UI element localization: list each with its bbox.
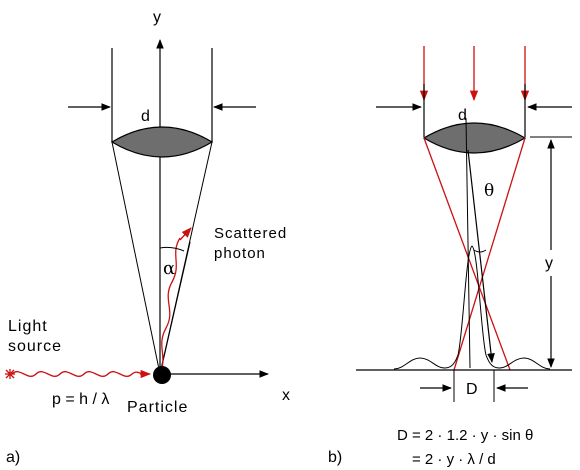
lens-axis-line	[465, 117, 471, 369]
cone-left-edge	[111, 141, 161, 375]
spot-label: D	[466, 381, 478, 398]
aperture-label-b: d	[458, 107, 467, 124]
y-axis-label: y	[153, 9, 161, 26]
particle-icon	[153, 366, 171, 384]
theta-ray-arrow	[467, 149, 495, 363]
panel-a-tag: a)	[6, 449, 20, 466]
x-axis-label: x	[282, 387, 290, 404]
focus-ray-right	[453, 137, 526, 371]
formula-line1: D = 2 · 1.2 · y · sin θ	[397, 427, 533, 444]
star-source-icon	[5, 369, 15, 379]
panel-a: y x d α Scattered photon Light source	[5, 9, 290, 466]
momentum-label: p = h / λ	[52, 391, 109, 408]
particle-label: Particle	[127, 399, 188, 416]
diffraction-pattern	[393, 245, 551, 370]
scattered-wave-icon	[159, 237, 181, 375]
lens-icon	[110, 126, 214, 158]
theta-label: θ	[484, 181, 494, 201]
panel-b: d θ y D D = 2 · 1.2 · y · sin θ = 2 · y …	[328, 46, 572, 468]
aperture-label: d	[141, 108, 150, 125]
scattered-label-line2: photon	[214, 245, 266, 262]
panel-b-tag: b)	[328, 449, 342, 466]
height-label: y	[545, 255, 553, 272]
scattered-label-line1: Scattered	[214, 225, 287, 242]
wave-photon-icon	[11, 371, 147, 377]
theta-arc	[473, 249, 487, 253]
formula-line2: = 2 · y · λ / d	[412, 451, 496, 468]
lens-icon	[422, 122, 527, 154]
scatter-direction-line	[159, 241, 191, 375]
scattered-photon-arrow	[179, 227, 192, 241]
focus-ray-left	[423, 137, 511, 371]
source-label-line1: Light	[8, 318, 48, 335]
alpha-label: α	[163, 258, 175, 279]
source-label-line2: source	[8, 338, 62, 355]
alpha-arc	[159, 246, 185, 252]
